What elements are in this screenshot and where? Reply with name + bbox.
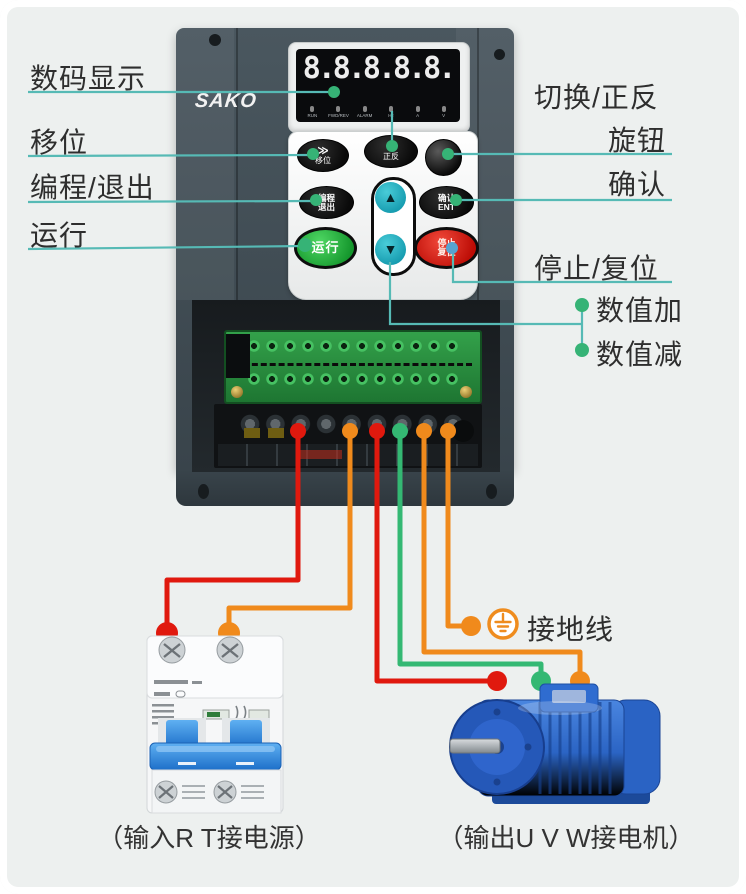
label-value-up: 数值加 bbox=[596, 295, 684, 326]
mounting-hole bbox=[198, 484, 209, 499]
indicator-led: ALARM bbox=[353, 106, 377, 119]
label-switch-fwd-rev: 切换/正反 bbox=[534, 82, 659, 113]
terminal-row-lower bbox=[246, 372, 460, 387]
label-stop-reset: 停止/复位 bbox=[534, 253, 659, 284]
breaker-bottom-screws bbox=[154, 780, 264, 804]
caption-input-power: （输入R T接电源） bbox=[97, 823, 321, 853]
breaker-toggles bbox=[149, 718, 282, 771]
run-button: 运行 bbox=[294, 227, 357, 269]
label-confirm: 确认 bbox=[608, 169, 667, 200]
brand-logo: SAKO bbox=[193, 90, 259, 112]
indicator-led: A bbox=[406, 106, 430, 119]
knockout-hole bbox=[452, 420, 474, 442]
pcb-screw bbox=[231, 386, 243, 398]
up-arrow-button: ▲ bbox=[375, 182, 406, 213]
motor bbox=[449, 683, 661, 804]
terminal-jumper bbox=[244, 428, 260, 438]
seven-segment-digits: 8.8.8.8.8. bbox=[302, 51, 457, 86]
mounting-hole bbox=[486, 484, 497, 499]
confirm-button: 确认 ENT bbox=[419, 186, 474, 219]
label-program-exit: 编程/退出 bbox=[30, 172, 155, 203]
program-exit-button: 编程 退出 bbox=[299, 186, 354, 219]
control-terminal-pcb bbox=[224, 330, 482, 404]
vfd-bottom-face bbox=[176, 470, 514, 506]
down-arrow-icon: ▼ bbox=[383, 241, 398, 258]
indicator-led: Hz bbox=[379, 106, 403, 119]
mounting-hole bbox=[494, 49, 505, 60]
fwd-rev-button: ⟲ 正反 bbox=[364, 135, 418, 168]
caption-output-motor: （输出U V W接电机） bbox=[437, 823, 695, 853]
breaker-markings bbox=[152, 680, 270, 725]
relay-block bbox=[226, 334, 250, 378]
ground-symbol-icon bbox=[487, 608, 519, 640]
label-ground-wire: 接地线 bbox=[527, 614, 615, 645]
terminal-row-upper bbox=[246, 339, 460, 354]
stop-reset-button: 停止 复位 bbox=[414, 227, 479, 269]
indicator-led: FWD/REV bbox=[326, 106, 350, 119]
vfd-rib bbox=[477, 28, 479, 300]
circuit-breaker bbox=[146, 635, 284, 814]
terminal-label-strip bbox=[218, 444, 478, 466]
label-knob: 旋钮 bbox=[608, 125, 667, 156]
down-arrow-button: ▼ bbox=[375, 234, 406, 265]
up-arrow-icon: ▲ bbox=[383, 189, 398, 206]
rotary-knob bbox=[425, 139, 462, 176]
shift-icon: ≫ bbox=[317, 144, 329, 157]
terminal-marking bbox=[300, 450, 342, 459]
vfd-rib bbox=[236, 28, 238, 300]
label-digital-display: 数码显示 bbox=[30, 63, 147, 94]
label-shift: 移位 bbox=[30, 127, 89, 158]
shift-button: ≫ 移位 bbox=[297, 139, 349, 172]
mounting-hole bbox=[209, 34, 221, 46]
indicator-led: RUN bbox=[300, 106, 324, 119]
indicator-led: V bbox=[432, 106, 456, 119]
breaker-top-screws bbox=[158, 636, 244, 664]
terminal-divider bbox=[234, 363, 472, 366]
vfd-left-panel bbox=[176, 28, 234, 300]
label-value-down: 数值减 bbox=[596, 339, 684, 370]
label-run: 运行 bbox=[30, 220, 89, 251]
digital-display: 8.8.8.8.8. RUN FWD/REV ALARM Hz A V bbox=[296, 49, 460, 122]
indicator-row: RUN FWD/REV ALARM Hz A V bbox=[300, 106, 456, 119]
pcb-screw bbox=[460, 386, 472, 398]
terminal-jumper bbox=[268, 428, 284, 438]
